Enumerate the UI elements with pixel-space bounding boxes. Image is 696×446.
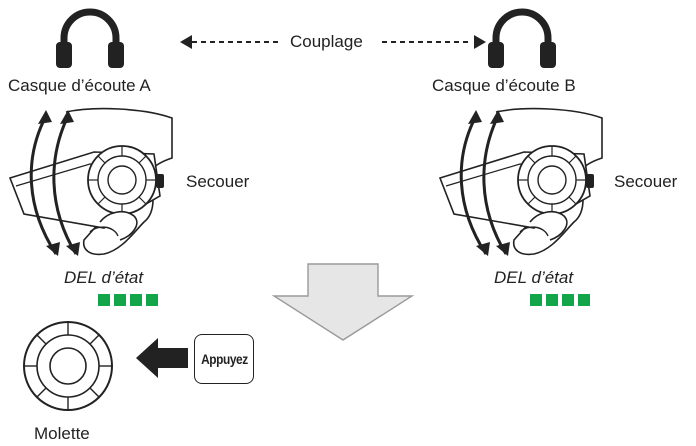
led-indicator-a [98,294,158,306]
headset-a-label: Casque d’écoute A [8,76,151,95]
led [530,294,542,306]
led-indicator-b [530,294,590,306]
shake-arrow-b-icon [459,110,510,256]
wheel-label: Molette [34,424,90,443]
led [98,294,110,306]
down-arrow-icon [271,263,415,341]
led [146,294,158,306]
led [130,294,142,306]
action-a-label: Secouer [186,172,250,191]
double-arrow-icon [180,35,486,49]
device-hand-a-icon [8,107,173,256]
led [578,294,590,306]
press-button: Appuyez [194,334,254,384]
shake-arrow-a-icon [29,110,80,256]
headphones-b-icon [488,8,556,68]
wheel-icon [23,321,113,411]
press-label: Appuyez [200,351,248,367]
left-arrow-icon [136,338,188,378]
device-hand-b-icon [438,107,603,256]
led-status-a-label: DEL d’état [64,268,144,287]
led [114,294,126,306]
action-b-label: Secouer [614,172,678,191]
headphones-a-icon [56,8,124,68]
led [562,294,574,306]
led [546,294,558,306]
pairing-label: Couplage [290,32,363,51]
headset-b-label: Casque d’écoute B [432,76,576,95]
led-status-b-label: DEL d’état [494,268,574,287]
